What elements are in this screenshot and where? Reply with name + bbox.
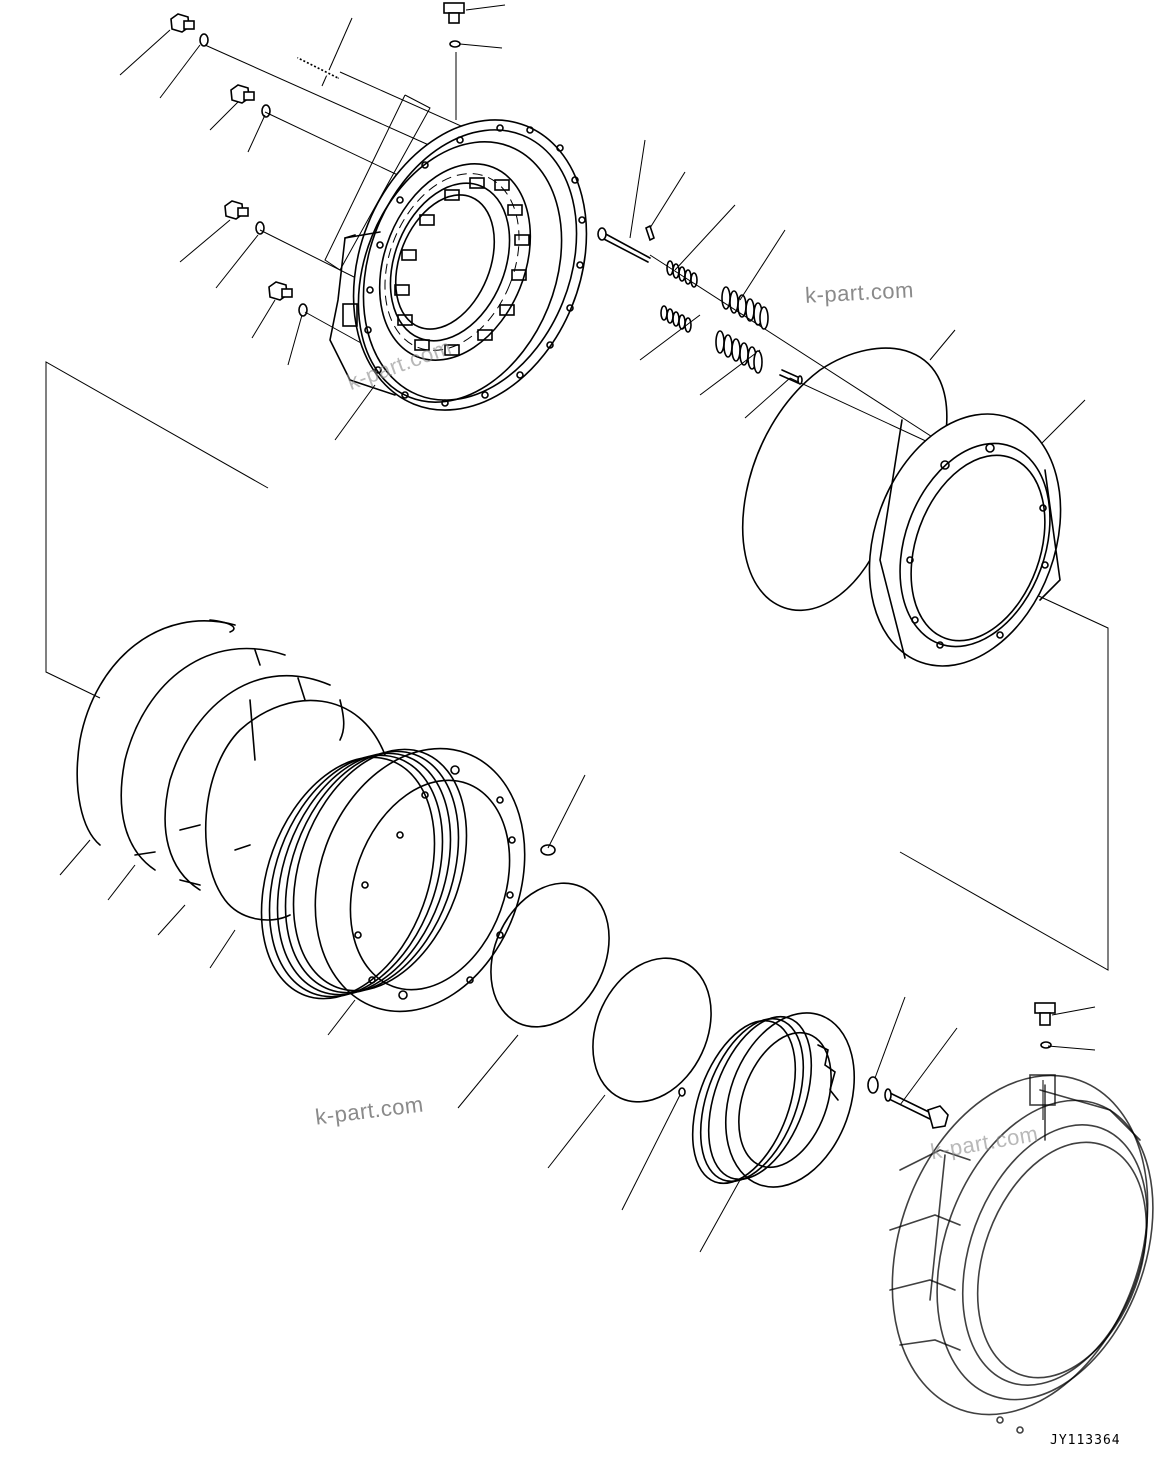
upper-housing-bolt-holes <box>364 124 586 407</box>
clutch-plate-lower <box>691 1012 856 1188</box>
o-rings-center <box>490 882 712 1103</box>
springs <box>660 260 803 385</box>
stud-bolt <box>296 55 340 81</box>
long-pin <box>597 227 651 263</box>
top-bolt <box>443 2 465 48</box>
snap-rings <box>76 619 386 921</box>
bolt-parts-upper-left <box>170 13 308 317</box>
drawing-code: JY113364 <box>1050 1433 1121 1448</box>
washer-and-bolt-lower <box>867 1076 949 1129</box>
bolt-lower-right <box>1034 1002 1056 1049</box>
lower-right-housing <box>889 1074 1154 1434</box>
small-key <box>645 224 655 242</box>
upper-housing-inner-cavities <box>394 177 530 356</box>
clutch-pack <box>260 747 526 1013</box>
piston-housing-upper-right <box>868 413 1062 667</box>
small-washer <box>540 844 556 856</box>
upper-housing <box>329 119 588 411</box>
large-o-ring-upper <box>742 347 948 612</box>
